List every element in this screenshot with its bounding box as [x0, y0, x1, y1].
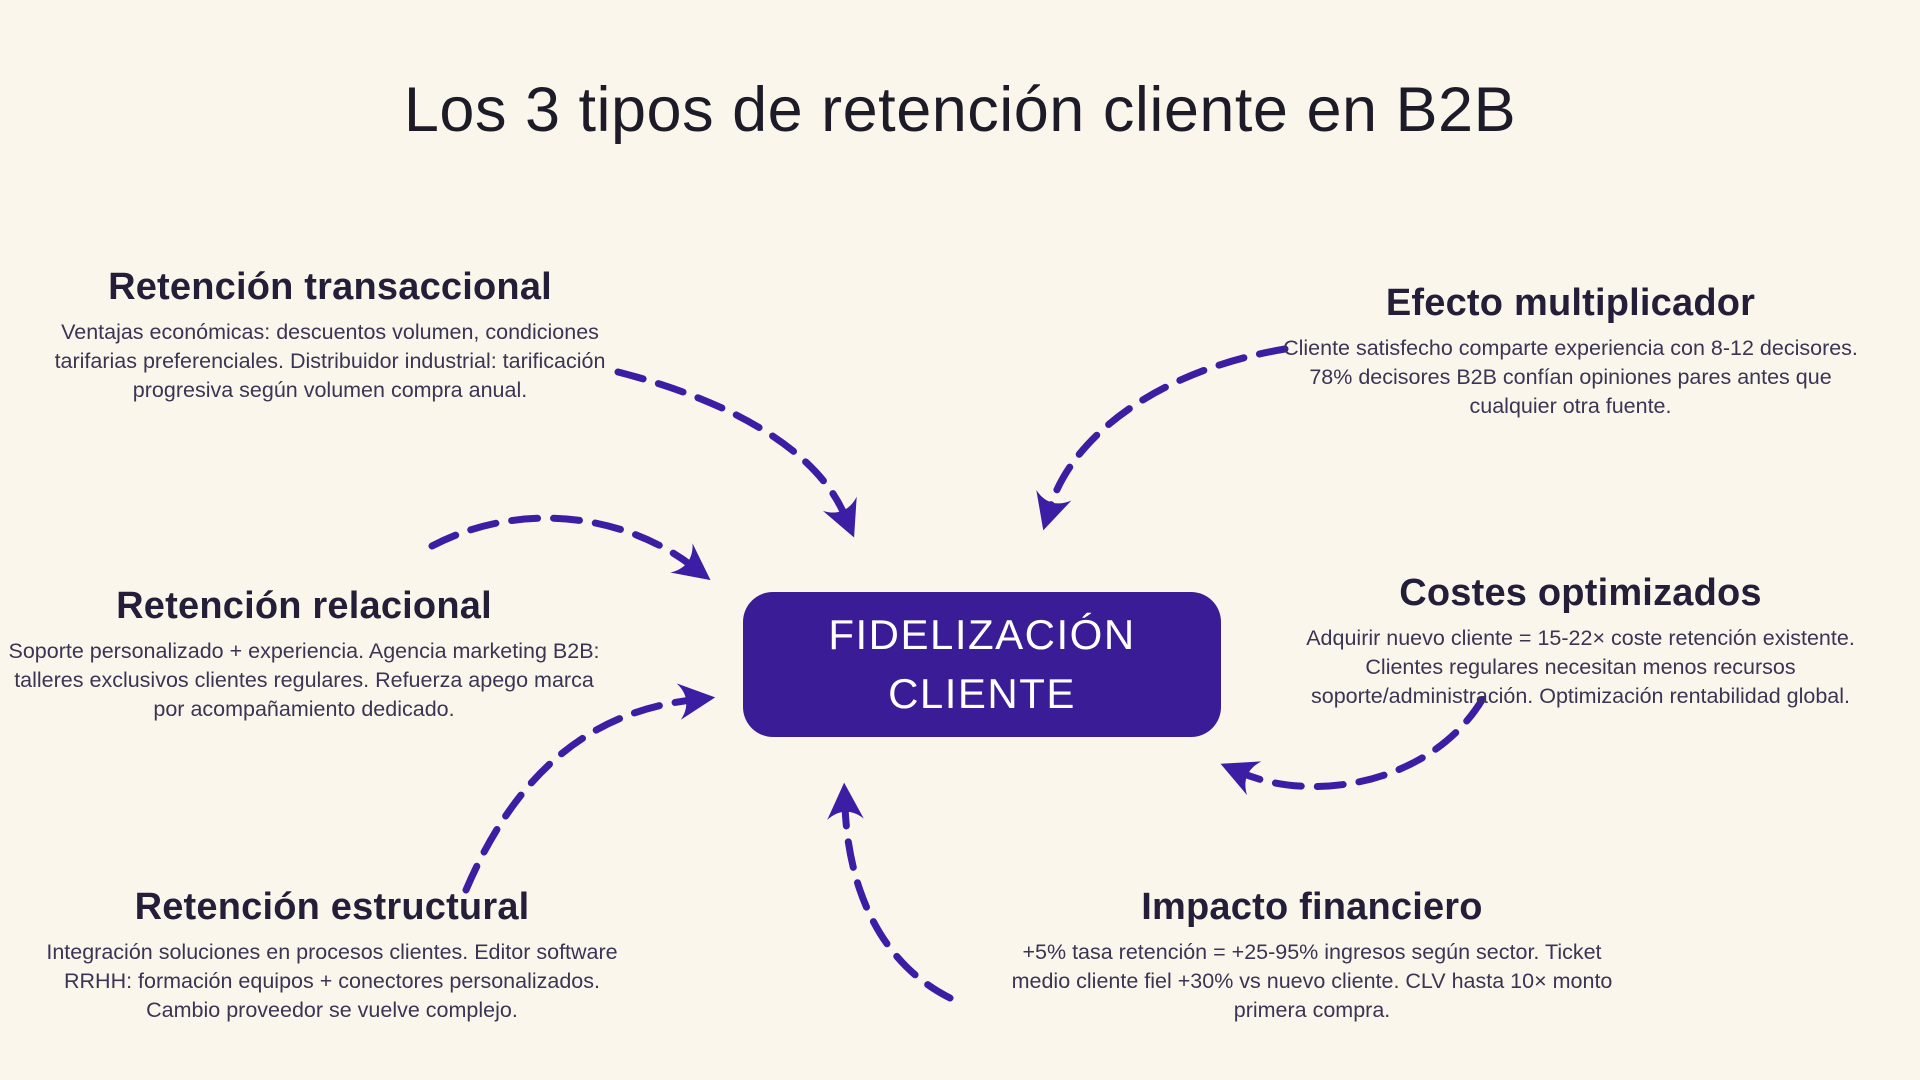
section-costes-optimizados: Costes optimizados Adquirir nuevo client…	[1283, 572, 1878, 712]
arrow-estructural-to-center-icon	[462, 683, 716, 894]
section-efecto-multiplicador: Efecto multiplicador Cliente satisfecho …	[1278, 282, 1863, 422]
section-title: Impacto financiero	[1141, 886, 1483, 928]
section-title: Efecto multiplicador	[1385, 282, 1756, 324]
section-body: Cliente satisfecho comparte experiencia …	[1283, 336, 1858, 419]
arrow-transaccional-to-center-icon	[614, 368, 857, 538]
arrow-financiero-to-center-icon	[827, 782, 954, 1002]
section-body: +5% tasa retención = +25-95% ingresos se…	[1011, 940, 1613, 1023]
section-title: Costes optimizados	[1399, 572, 1762, 614]
section-body: Adquirir nuevo cliente = 15-22× coste re…	[1306, 626, 1855, 709]
section-retencion-estructural: Retención estructural Integración soluci…	[28, 886, 636, 1026]
section-body: Soporte personalizado + experiencia. Age…	[8, 639, 600, 722]
section-title: Retención estructural	[134, 886, 530, 928]
section-title: Retención transaccional	[108, 266, 552, 308]
arrow-costes-to-center-icon	[1220, 696, 1486, 796]
page-title: Los 3 tipos de retención cliente en B2B	[403, 75, 1517, 145]
central-node-fidelizacion-cliente: FIDELIZACIÓN CLIENTE	[743, 592, 1221, 737]
section-title: Retención relacional	[116, 585, 492, 627]
arrow-multiplicador-to-center-icon	[1036, 345, 1289, 531]
section-impacto-financiero: Impacto financiero +5% tasa retención = …	[1008, 886, 1616, 1026]
arrow-relacional-to-center-icon	[428, 514, 711, 581]
section-body: Integración soluciones en procesos clien…	[46, 940, 618, 1023]
section-retencion-transaccional: Retención transaccional Ventajas económi…	[20, 266, 640, 406]
section-retencion-relacional: Retención relacional Soporte personaliza…	[0, 585, 608, 725]
central-node-label-line1: FIDELIZACIÓN	[828, 610, 1136, 658]
central-node-label-line2: CLIENTE	[888, 669, 1076, 717]
section-body: Ventajas económicas: descuentos volumen,…	[54, 320, 606, 403]
